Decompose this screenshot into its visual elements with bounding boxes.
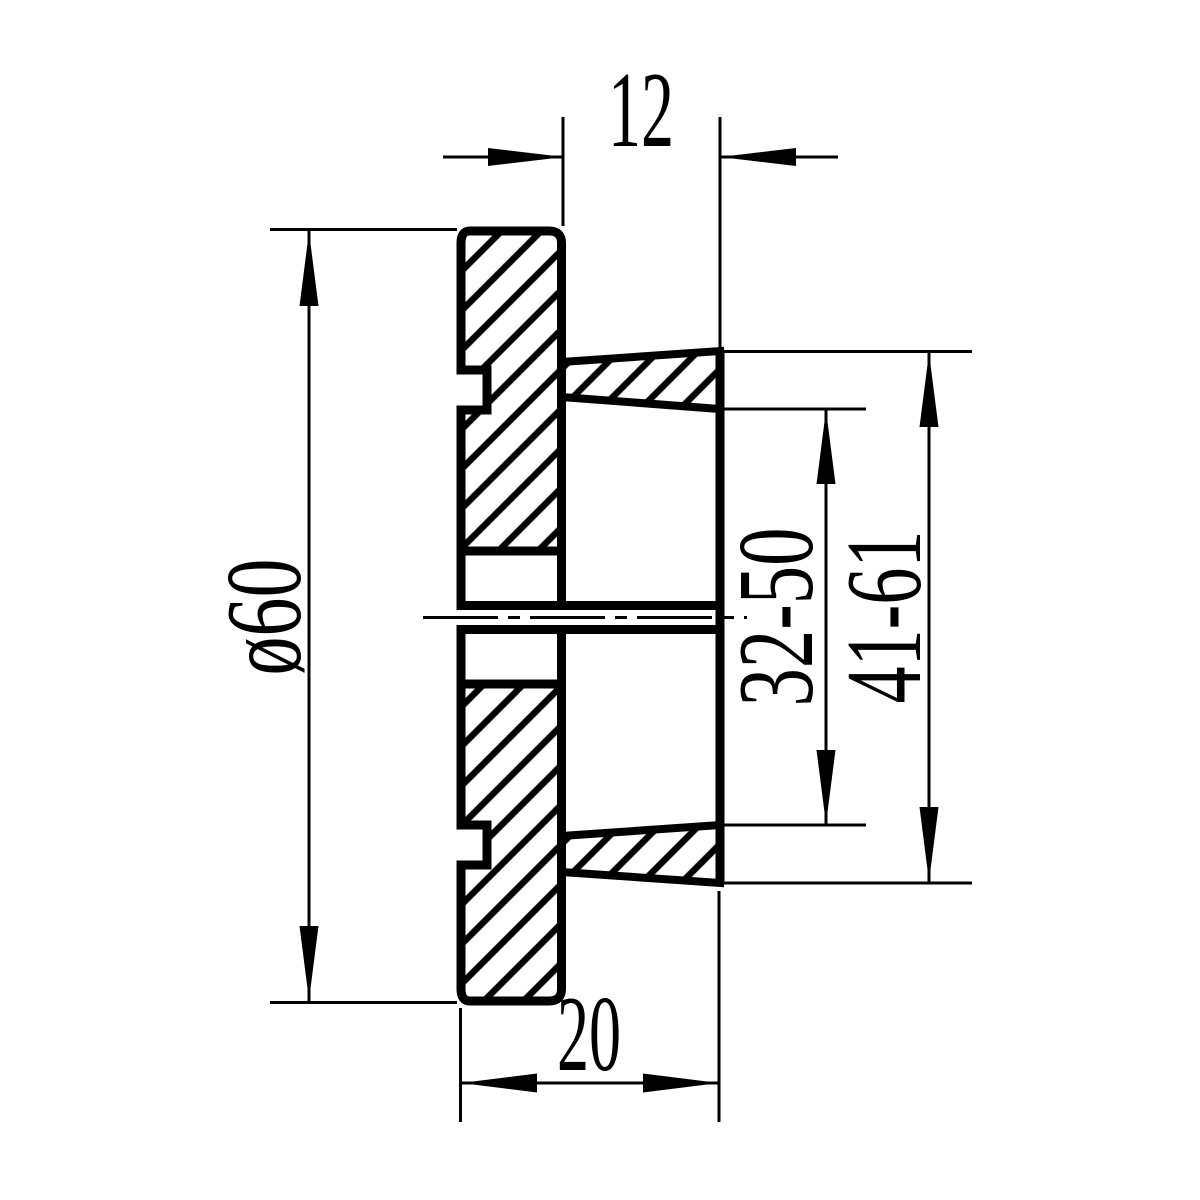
arrowhead-right bbox=[488, 148, 564, 166]
arrowhead-down bbox=[919, 807, 939, 882]
dim-total-width-label: 20 bbox=[557, 975, 621, 1094]
arrowhead-down bbox=[816, 750, 836, 824]
arrowhead-up bbox=[919, 353, 939, 427]
dimension-inner-taper: 32-50 bbox=[717, 407, 866, 827]
dimension-cone-length: 12 bbox=[443, 51, 838, 347]
dim-flange-diameter-label: ø60 bbox=[205, 559, 324, 676]
arrowhead-left bbox=[720, 148, 796, 166]
arrowhead-right bbox=[643, 1073, 719, 1093]
dimension-flange-diameter: ø60 bbox=[205, 228, 457, 1004]
flange-lower-section bbox=[456, 679, 566, 1006]
arrowhead-down bbox=[299, 926, 319, 1000]
arrowhead-up bbox=[816, 410, 836, 484]
arrowhead-up bbox=[299, 232, 319, 306]
dim-outer-taper-label: 41-61 bbox=[825, 531, 944, 704]
dimension-outer-taper: 41-61 bbox=[723, 350, 972, 885]
flange-upper-section bbox=[456, 226, 566, 556]
dimension-total-width: 20 bbox=[459, 891, 721, 1122]
dim-cone-length-label: 12 bbox=[608, 51, 674, 170]
cone-upper-wall bbox=[557, 346, 724, 414]
part-cross-section bbox=[423, 226, 747, 1006]
arrowhead-left bbox=[461, 1073, 537, 1093]
cone-lower-wall bbox=[557, 820, 724, 888]
dim-inner-taper-label: 32-50 bbox=[717, 528, 836, 707]
